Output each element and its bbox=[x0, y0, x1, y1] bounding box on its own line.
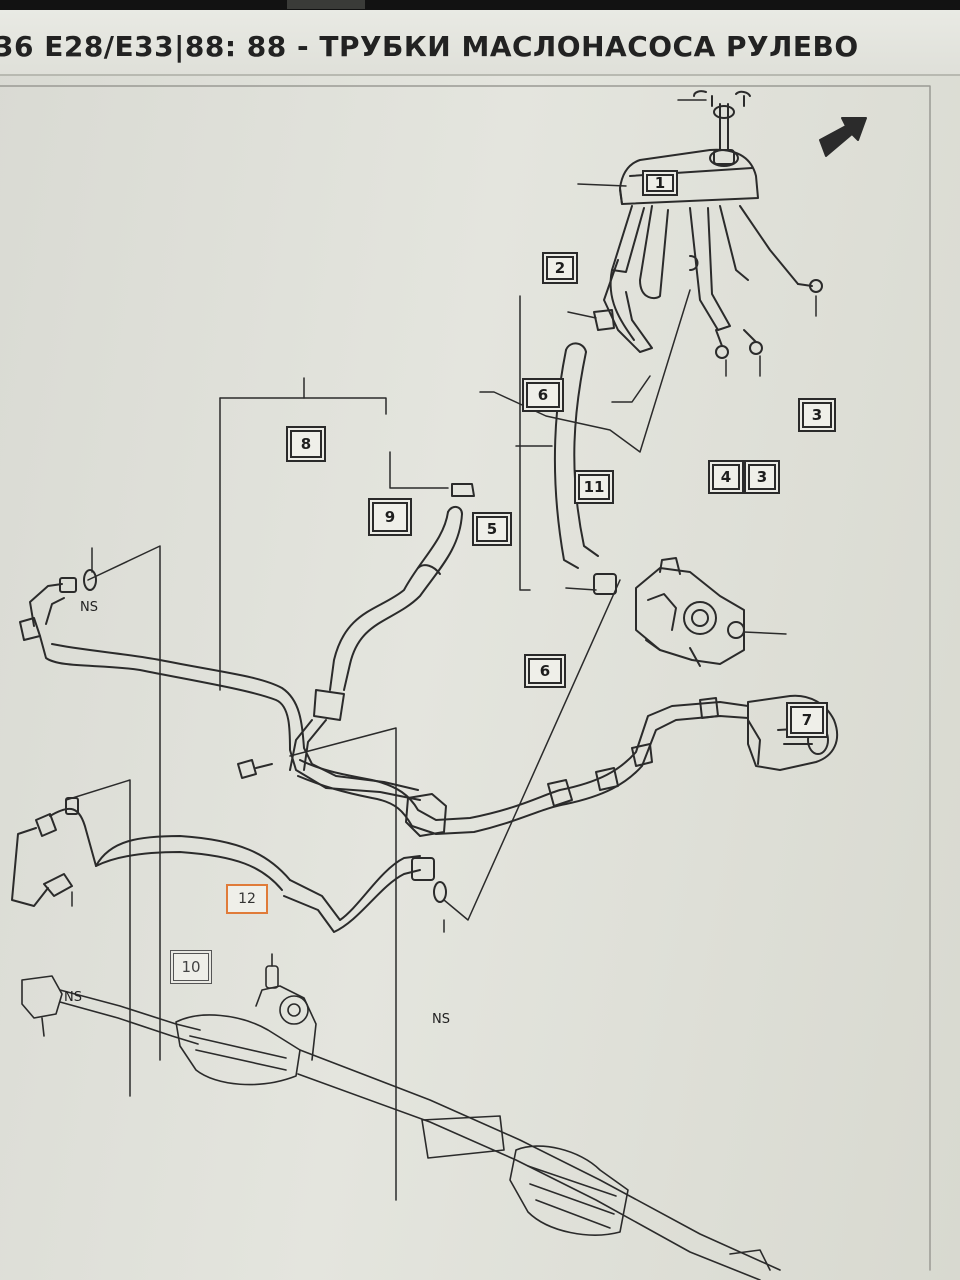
callout-8[interactable]: 8 bbox=[286, 426, 326, 462]
pressure-line bbox=[19, 569, 421, 801]
leader-lines bbox=[65, 99, 817, 1201]
callout-5[interactable]: 5 bbox=[472, 512, 512, 546]
power-steering-reservoir bbox=[593, 148, 823, 359]
power-steering-pump bbox=[635, 557, 745, 667]
callout-11[interactable]: 11 bbox=[574, 470, 614, 504]
callout-7[interactable]: 7 bbox=[786, 702, 828, 738]
callout-12-highlighted[interactable]: 12 bbox=[226, 884, 268, 914]
callout-3-top[interactable]: 3 bbox=[798, 398, 836, 432]
top-bezel bbox=[0, 0, 960, 10]
diagram-drawing bbox=[0, 85, 931, 1280]
callout-6-bottom[interactable]: 6 bbox=[524, 654, 566, 688]
bolt bbox=[237, 759, 273, 779]
callout-2[interactable]: 2 bbox=[542, 252, 578, 284]
window-tab[interactable] bbox=[287, 0, 365, 9]
callout-3-bottom[interactable]: 3 bbox=[744, 460, 780, 494]
frame-border bbox=[0, 85, 931, 1271]
ns-label-upper: NS bbox=[80, 600, 98, 615]
steering-rack bbox=[21, 953, 781, 1280]
page-title: 36 E28/E33|88: 88 - ТРУБКИ МАСЛОНАСОСА Р… bbox=[0, 30, 859, 63]
ns-label-left: NS bbox=[64, 990, 82, 1005]
pressure-hose bbox=[289, 483, 475, 771]
callout-10[interactable]: 10 bbox=[170, 950, 212, 984]
callout-9[interactable]: 9 bbox=[368, 498, 412, 536]
return-line bbox=[297, 697, 749, 837]
lower-hose bbox=[11, 797, 447, 933]
return-hose bbox=[553, 342, 617, 595]
direction-arrow-icon bbox=[819, 117, 867, 157]
callout-4[interactable]: 4 bbox=[708, 460, 744, 494]
ns-label-center: NS bbox=[432, 1012, 450, 1027]
reservoir-cap bbox=[693, 90, 751, 165]
title-bar: 36 E28/E33|88: 88 - ТРУБКИ МАСЛОНАСОСА Р… bbox=[0, 10, 960, 76]
parts-diagram: 1 2 3 3 4 5 6 6 7 8 9 10 bbox=[0, 84, 960, 1280]
callout-1[interactable]: 1 bbox=[642, 170, 678, 196]
callout-6-top[interactable]: 6 bbox=[522, 378, 564, 412]
